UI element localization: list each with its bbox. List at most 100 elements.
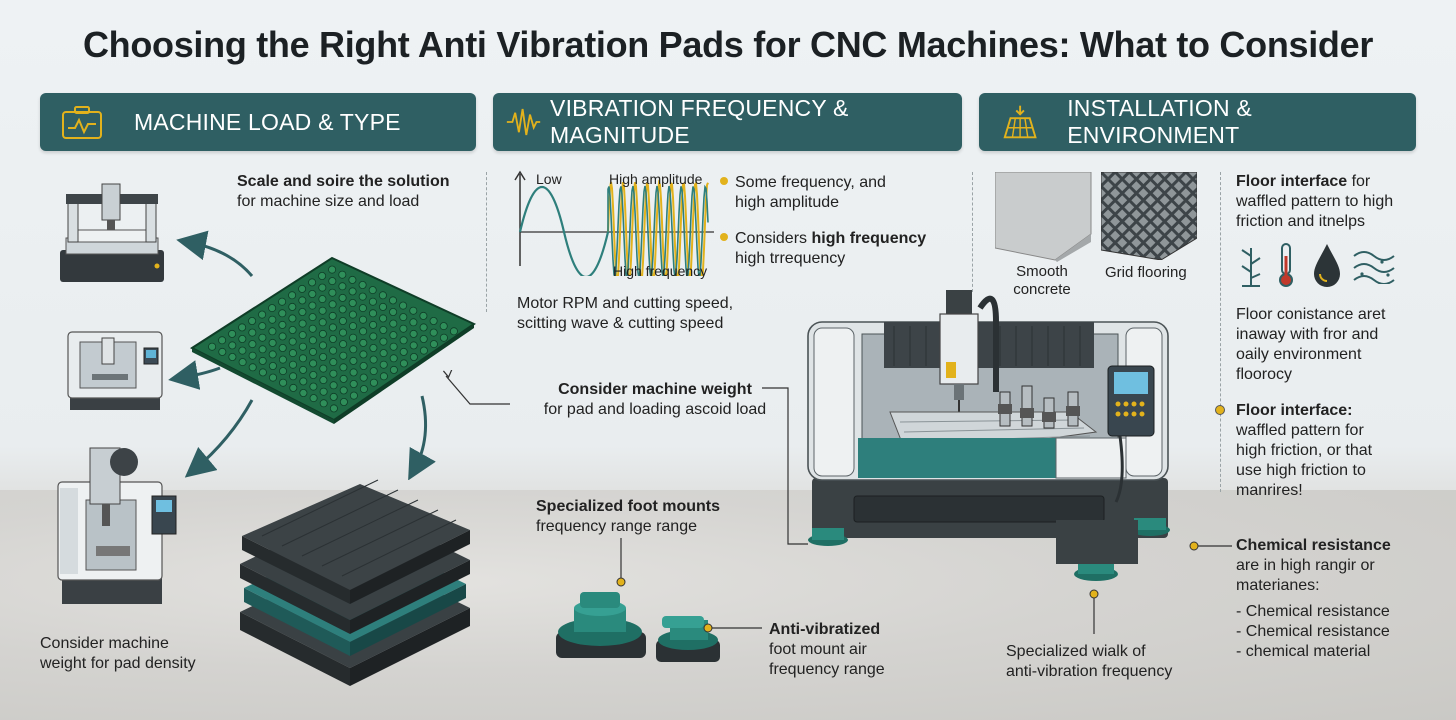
pad-nub	[399, 324, 408, 333]
pad-nub	[298, 308, 307, 317]
pad-nub	[319, 364, 328, 373]
scale-note-line2: for machine size and load	[237, 193, 420, 210]
pad-nub	[318, 306, 327, 315]
wave-low-label: Low	[536, 171, 562, 187]
pad-nub	[238, 335, 247, 344]
anti-vibration-note: Anti-vibratized foot mount air frequency…	[769, 620, 885, 680]
flow-arrows	[168, 230, 436, 480]
pad-nub	[379, 360, 388, 369]
pad-nub	[278, 309, 287, 318]
pad-nub	[248, 351, 257, 360]
thermometer-icon	[1279, 243, 1293, 287]
pad-nub	[379, 326, 388, 335]
pad-nub	[329, 369, 338, 378]
pad-nub	[378, 291, 387, 300]
banner-installation: INSTALLATION & ENVIRONMENT	[979, 93, 1416, 151]
pad-nub	[339, 386, 348, 395]
pad-nub	[308, 278, 317, 287]
chemical-resistance-item: - Chemical resistance	[1236, 623, 1390, 640]
pad-nub	[309, 359, 318, 368]
pad-nub	[319, 399, 328, 408]
pad-nub	[358, 315, 367, 324]
pad-nub	[389, 342, 398, 351]
weight-note-line2: for pad and loading ascoid load	[543, 401, 767, 418]
pad-nub	[208, 342, 217, 351]
pad-nub	[328, 288, 337, 297]
pad-nub	[399, 301, 408, 310]
pad-nub	[338, 293, 347, 302]
pad-nub	[359, 385, 368, 394]
scale-note-line1: Scale and soire the solution	[237, 173, 450, 190]
pad-nub	[369, 355, 378, 364]
pad-nub	[298, 296, 307, 305]
pad-nub	[359, 327, 368, 336]
bullet-dot	[720, 177, 728, 185]
pad-nub	[389, 319, 398, 328]
solar-panel-icon	[1003, 105, 1037, 139]
grid-flooring-sample	[1101, 172, 1197, 260]
vibration-bullet-2: Considers high frequency high trrequency	[735, 229, 926, 269]
pad-nub	[258, 368, 267, 377]
pad-nub	[359, 338, 368, 347]
pad-nub	[369, 367, 378, 376]
pad-nub	[309, 394, 318, 403]
pad-nub	[409, 318, 418, 327]
vibration-bullet-1-line2: high amplitude	[735, 194, 840, 211]
pad-nub	[419, 335, 428, 344]
vertical-machining-center-illustration	[57, 447, 177, 604]
vibration-bullet-2-prefix: Considers	[735, 230, 812, 247]
bullet-dot	[720, 233, 728, 241]
floor-interface-note-1: Floor interface for waffled pattern to h…	[1236, 172, 1393, 232]
pad-nub	[339, 340, 348, 349]
pad-nub	[318, 341, 327, 350]
pad-nub	[258, 333, 267, 342]
stacked-pad-illustration	[240, 479, 470, 686]
pad-nub	[288, 302, 297, 311]
pad-nub	[389, 308, 398, 317]
pad-nub	[338, 270, 347, 279]
vibration-bullet-1: Some frequency, and high amplitude	[735, 173, 886, 213]
pad-nub	[298, 284, 307, 293]
pad-nub	[288, 326, 297, 335]
pad-nub	[349, 356, 358, 365]
motor-rpm-note: Motor RPM and cutting speed, scitting wa…	[517, 294, 733, 334]
pad-nub	[368, 309, 377, 318]
pad-nub	[328, 323, 337, 332]
pad-nub	[318, 295, 327, 304]
pad-nub	[289, 360, 298, 369]
smooth-concrete-label: Smooth concrete	[1002, 263, 1082, 299]
pad-nub	[289, 372, 298, 381]
enclosed-cnc-illustration	[67, 331, 163, 410]
column-divider	[972, 172, 973, 292]
pad-nub	[358, 280, 367, 289]
pad-nub	[369, 378, 378, 387]
floor-constance-line1: Floor conistance aret	[1236, 306, 1386, 323]
concrete-floor-background	[0, 490, 1456, 720]
pad-nub	[318, 329, 327, 338]
pad-nub	[369, 332, 378, 341]
pad-nub	[389, 331, 398, 340]
pad-nub	[268, 350, 277, 359]
pad-nub	[218, 347, 227, 356]
pad-nub	[449, 327, 458, 336]
wave-high-frequency-label: High frequency	[613, 263, 708, 279]
pad-nub	[258, 310, 267, 319]
pad-nub	[338, 328, 347, 337]
floor-constance-note: Floor conistance aret inaway with fror a…	[1236, 305, 1385, 385]
floor-interface-1-line3: friction and itnelps	[1236, 213, 1365, 230]
grid-flooring-label: Grid flooring	[1105, 264, 1187, 281]
pad-nub	[348, 287, 357, 296]
pad-nub	[308, 290, 317, 299]
dust-icon	[1353, 251, 1395, 284]
chemical-resistance-line2: are in high rangir or	[1236, 557, 1375, 574]
page-title: Choosing the Right Anti Vibration Pads f…	[82, 24, 1374, 65]
pad-nub	[218, 336, 227, 345]
pad-nub	[349, 379, 358, 388]
motor-rpm-note-line2: scitting wave & cutting speed	[517, 315, 724, 332]
pad-nub	[329, 381, 338, 390]
vibration-bullet-1-line1: Some frequency, and	[735, 174, 886, 191]
pad-nub	[309, 371, 318, 380]
pad-nub	[368, 297, 377, 306]
banner-label: VIBRATION FREQUENCY & MAGNITUDE	[550, 95, 849, 148]
pad-nub	[238, 358, 247, 367]
